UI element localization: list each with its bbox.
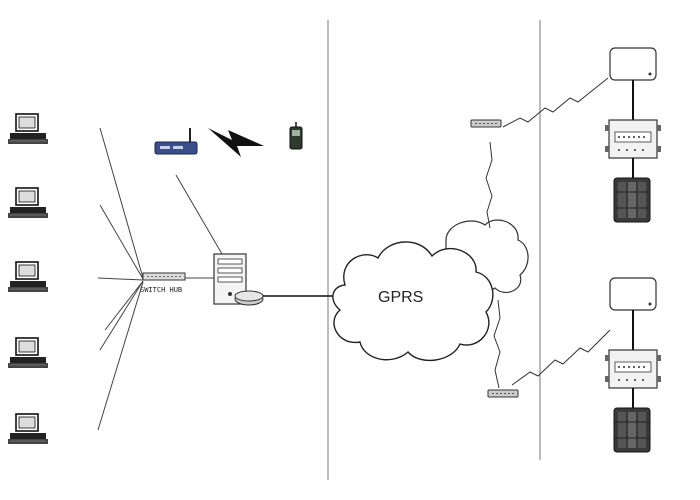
remote-switch-top (470, 119, 502, 128)
pc-1 (7, 113, 49, 145)
wireless-link-bottom-cloud (493, 299, 501, 389)
dtu-top (609, 47, 657, 81)
terminal-bottom (604, 349, 662, 389)
meter-top (613, 177, 651, 223)
lightning-icon (208, 128, 264, 157)
switch-hub-label: SWITCH HUB (140, 286, 182, 294)
terminal-top (604, 119, 662, 159)
gprs-cloud (332, 241, 494, 362)
pc-2 (7, 187, 49, 219)
router-link (175, 174, 223, 255)
wireless-router (154, 128, 198, 155)
meter-bottom (613, 407, 651, 453)
pc-5 (7, 413, 49, 445)
server-modem (234, 290, 264, 306)
wireless-link-top-cloud (485, 141, 493, 229)
remote-switch-bottom (487, 389, 519, 398)
pc-3 (7, 261, 49, 293)
switch-hub (142, 272, 215, 281)
gprs-label: GPRS (378, 289, 423, 306)
wireless-link-bottom-device (511, 329, 611, 386)
wireless-link-top-device (502, 77, 609, 128)
pc-fan-lines (97, 127, 144, 431)
mobile-phone-icon (289, 122, 303, 150)
dtu-bottom (609, 277, 657, 311)
pc-4 (7, 337, 49, 369)
